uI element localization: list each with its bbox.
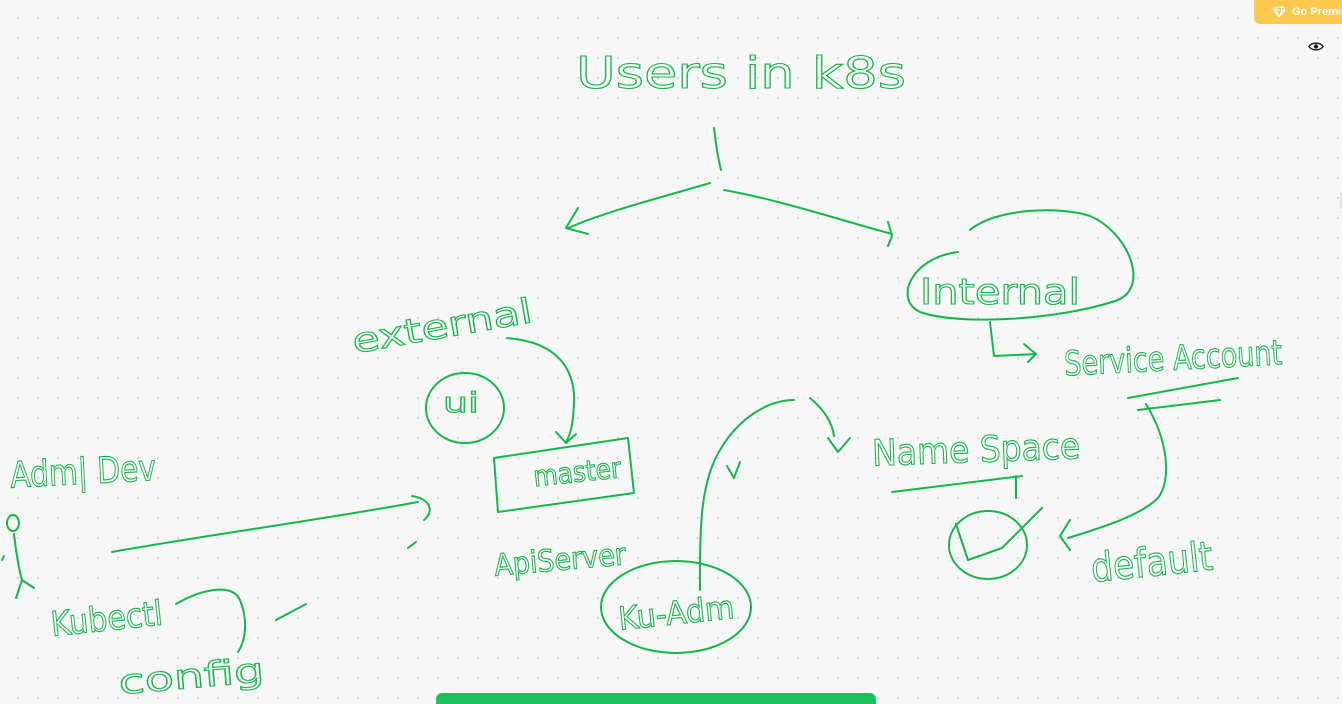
- check-circle: [948, 510, 1028, 580]
- diamond-icon: [1272, 6, 1286, 18]
- check-mark: [955, 507, 1043, 561]
- apiserver-text: ApiServer: [493, 537, 628, 583]
- arrow-right: [723, 189, 893, 235]
- arrow-left-head: [565, 207, 589, 235]
- ui-text: ui: [443, 386, 479, 419]
- eye-icon: [1308, 41, 1324, 51]
- namespace-left-arrow: [699, 399, 795, 591]
- title-stem: [713, 127, 722, 171]
- external-to-master-arrow: [506, 337, 576, 443]
- config-text: config: [117, 651, 266, 704]
- service-account-arrow-head: [1023, 343, 1037, 363]
- external-arrow-head: [555, 431, 577, 444]
- internal-text: Internal: [920, 272, 1080, 313]
- stick-figure-body: [1, 533, 35, 599]
- namespace-text: Name Space: [872, 426, 1081, 474]
- visibility-toggle[interactable]: [1307, 38, 1325, 54]
- config-brace: [175, 588, 246, 653]
- to-default-arrow: [1067, 403, 1168, 539]
- stray-dash-2: [275, 603, 307, 621]
- stick-figure-head: [6, 514, 20, 532]
- kube-adm-text: Ku-Adm: [617, 588, 736, 638]
- bottom-toolbar-bar[interactable]: [436, 693, 876, 704]
- title-text: Users in k8s: [576, 48, 906, 99]
- to-default-arrow-head: [1059, 519, 1071, 551]
- kubectl-arrow-head: [411, 495, 431, 521]
- kubectl-to-master-arrow: [111, 501, 419, 553]
- arrow-left: [567, 182, 711, 229]
- namespace-underline: [891, 475, 1023, 493]
- stray-dash-1: [407, 541, 417, 549]
- kube-adm-circle: [600, 560, 752, 654]
- arrow-right-head: [887, 221, 893, 247]
- kubectl-text: Kubectl: [49, 594, 165, 645]
- ui-circle: [425, 372, 505, 444]
- side-panel-handle[interactable]: [1340, 193, 1342, 209]
- namespace-down-arrow-head: [827, 437, 851, 453]
- master-text: master: [532, 451, 623, 493]
- internal-circle: [906, 209, 1135, 321]
- go-premium-label: Go Premium: [1292, 6, 1342, 18]
- service-account-arrow: [989, 321, 1037, 357]
- service-account-text: Service Account: [1063, 333, 1283, 384]
- service-account-underline-2: [1137, 399, 1221, 411]
- service-account-underline: [1127, 377, 1239, 399]
- master-box: [493, 437, 635, 513]
- namespace-check-small: [726, 461, 741, 479]
- go-premium-button[interactable]: Go Premium: [1254, 0, 1342, 24]
- admin-dev-text: Adm| Dev: [9, 448, 157, 497]
- default-text: default: [1089, 534, 1215, 593]
- external-text: external: [349, 291, 535, 362]
- namespace-down-arrow: [809, 397, 835, 437]
